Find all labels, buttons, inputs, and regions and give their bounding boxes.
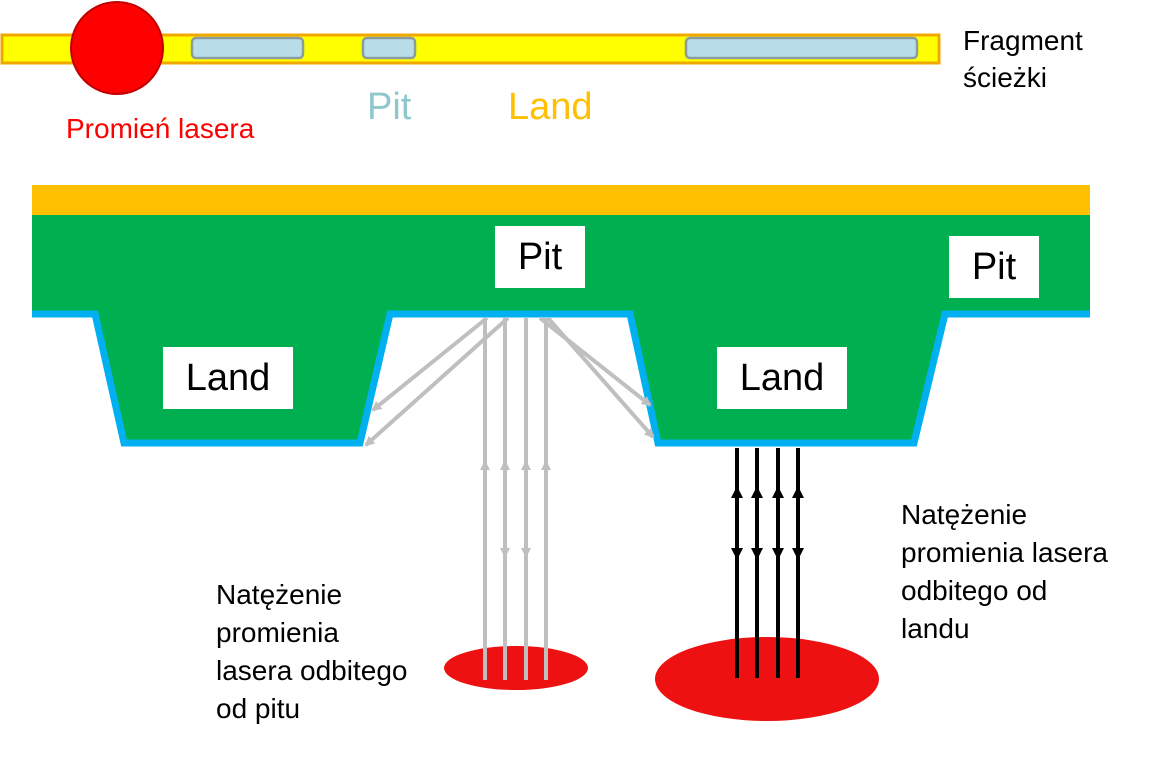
pit-scatter-arrows [364, 316, 655, 447]
pit-intensity-caption: Natężenie promienia lasera odbitego od p… [216, 579, 408, 724]
scatter-arrow [371, 316, 489, 412]
land-beams [731, 448, 804, 678]
laser-label: Promień lasera [66, 113, 255, 144]
pit-legend-label: Pit [367, 86, 412, 128]
land-legend-label: Land [508, 86, 593, 128]
track-pit-2 [361, 36, 417, 60]
track-pit-3 [684, 36, 919, 60]
track-title-line2: ścieżki [963, 62, 1048, 93]
label-layer [32, 185, 1090, 215]
pit-center-label: Pit [495, 226, 585, 288]
track-title-line1: Fragment [963, 25, 1083, 56]
land-intensity-spot [655, 637, 879, 721]
scatter-arrow [546, 316, 655, 439]
reflective-layer [32, 310, 1090, 447]
land-left-label: Land [163, 347, 293, 409]
pit-beams [480, 318, 551, 680]
land-intensity-caption: Natężenie promienia lasera odbitego od l… [901, 499, 1108, 644]
track-pit-1 [190, 36, 305, 60]
pit-intensity-spot [444, 646, 588, 690]
pit-right-label: Pit [949, 236, 1039, 298]
laser-spot [70, 1, 164, 95]
land-right-label: Land [717, 347, 847, 409]
